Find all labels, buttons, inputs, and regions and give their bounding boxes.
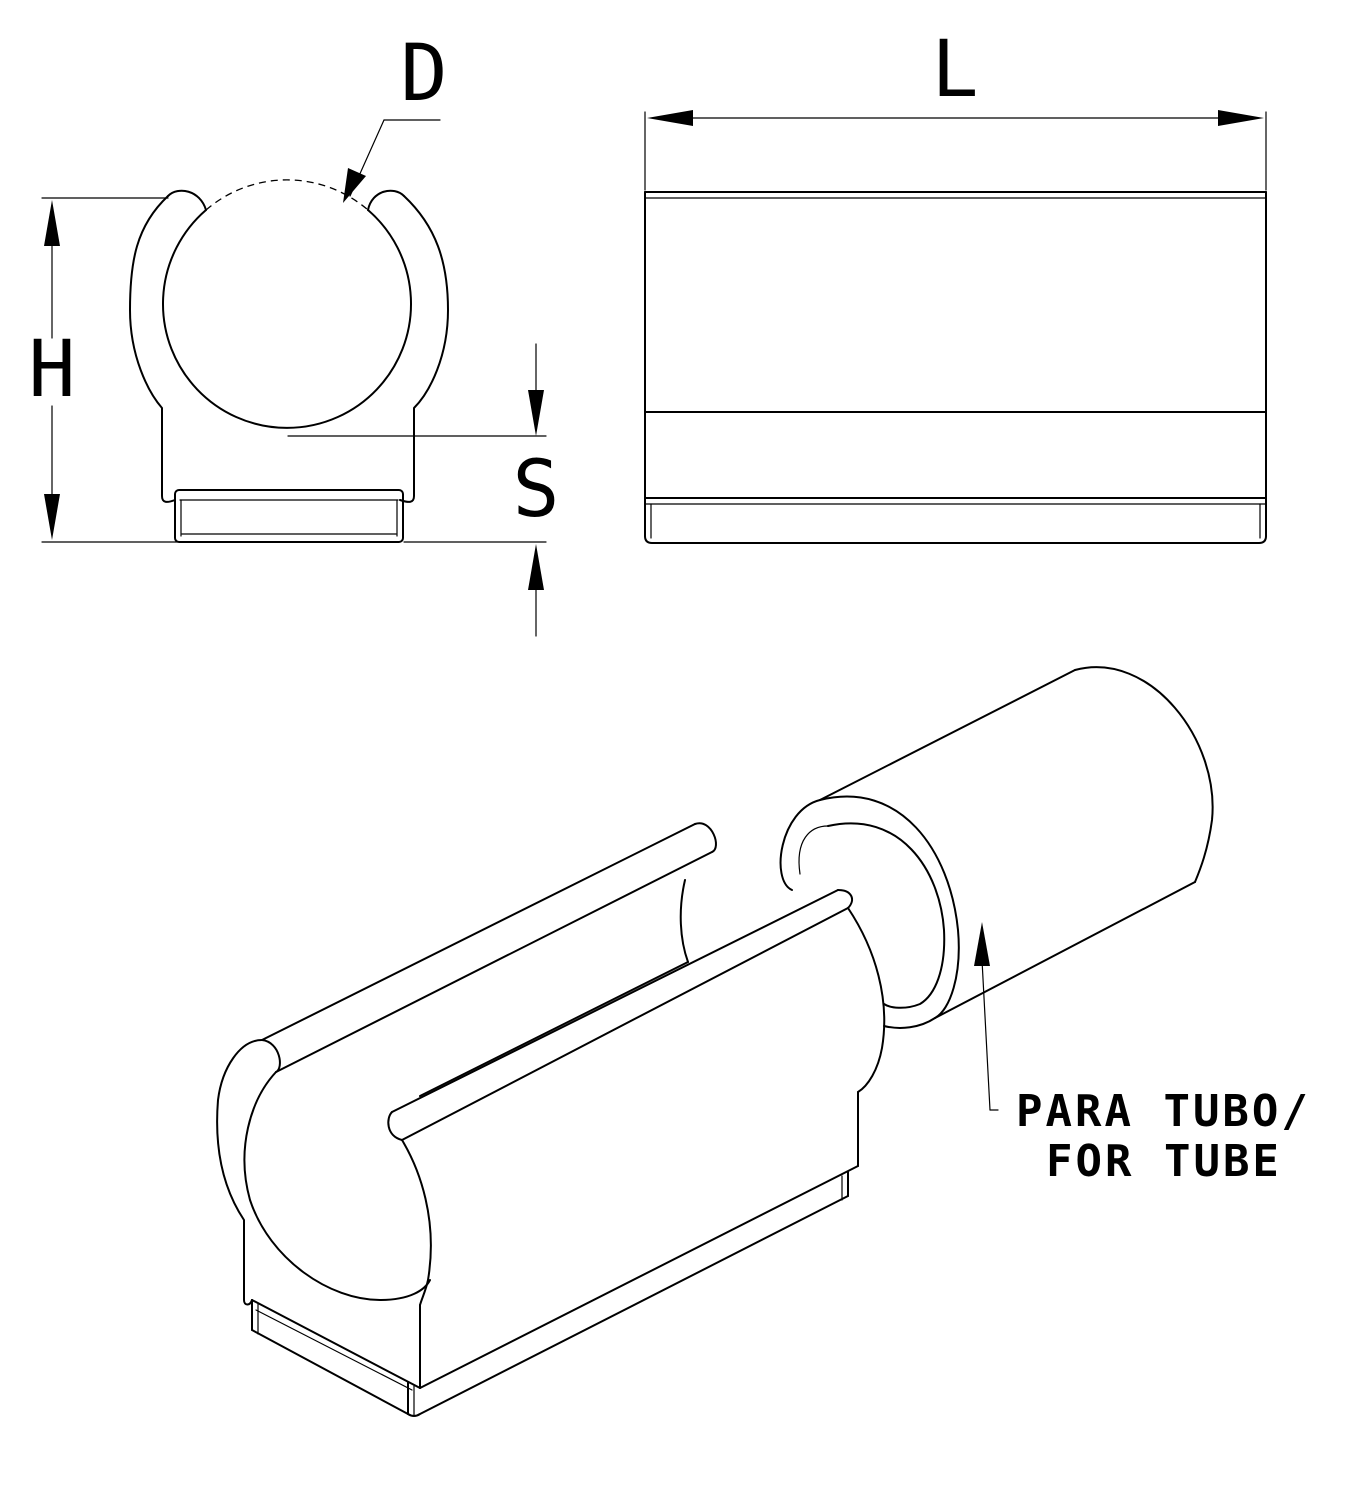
l-dimension: L: [644, 25, 1267, 191]
tube-note: PARA TUBO/ FOR TUBE: [974, 922, 1311, 1187]
d-label: D: [401, 29, 448, 119]
d-dimension: D: [343, 29, 447, 203]
tube: [779, 666, 1214, 1029]
l-label: L: [932, 25, 979, 115]
note-line-1: PARA TUBO/: [1016, 1086, 1311, 1137]
s-label: S: [513, 445, 560, 535]
note-line-2: FOR TUBE: [1046, 1136, 1282, 1187]
clip: [216, 822, 886, 1417]
h-dimension: H: [29, 197, 179, 543]
s-dimension: S: [287, 343, 560, 637]
h-label: H: [29, 325, 76, 415]
front-view: [129, 179, 449, 543]
isometric-view: [216, 666, 1214, 1417]
side-view: [644, 191, 1267, 544]
